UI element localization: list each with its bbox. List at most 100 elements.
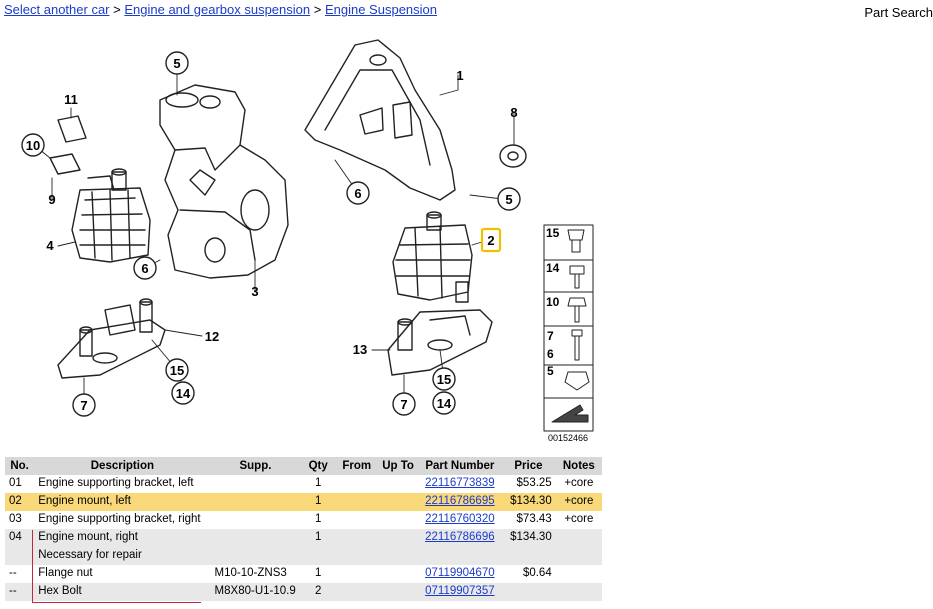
row-supp: M10-10-ZNS3 — [214, 567, 287, 579]
legend-label-14: 14 — [546, 261, 560, 275]
callout-5-left[interactable]: 5 — [165, 51, 189, 75]
part-number-link[interactable]: 22116760320 — [425, 513, 495, 525]
row-supp — [210, 529, 301, 547]
callout-7-right[interactable]: 7 — [392, 392, 416, 416]
leader-lines — [33, 73, 515, 405]
part-lower-bracket-right-drawing — [387, 309, 493, 376]
callout-8[interactable]: 8 — [510, 105, 517, 120]
row-description: Engine supporting bracket, right — [38, 513, 201, 525]
table-header-row: No. Description Supp. Qty From Up To Par… — [5, 457, 602, 475]
part-number-link[interactable]: 07119907357 — [425, 585, 495, 597]
callout-10[interactable]: 10 — [21, 133, 45, 157]
callout-13[interactable]: 12 — [205, 329, 219, 344]
part-small-bracket-drawing — [49, 115, 87, 175]
hardware-legend: 15 14 10 7 6 5 00152466 — [543, 224, 594, 443]
row-no: -- — [9, 567, 17, 579]
svg-text:15: 15 — [170, 363, 184, 378]
breadcrumb-separator: > — [113, 2, 121, 17]
parts-diagram: 5 11 10 9 4 6 3 12 15 14 7 1 8 6 5 2 13 … — [21, 39, 594, 443]
col-from: From — [335, 457, 378, 475]
callout-5-right[interactable]: 5 — [497, 187, 521, 211]
svg-text:3: 3 — [251, 284, 258, 299]
row-no — [5, 547, 35, 565]
row-upto — [377, 493, 419, 511]
row-upto — [377, 529, 419, 547]
part-search-link[interactable]: Part Search — [864, 5, 933, 20]
row-price — [501, 583, 556, 601]
svg-text:2: 2 — [487, 233, 494, 248]
svg-text:9: 9 — [48, 192, 55, 207]
col-description: Description — [34, 457, 211, 475]
legend-label-7: 7 — [547, 329, 554, 343]
callout-12[interactable]: 13 — [353, 342, 367, 357]
svg-text:7: 7 — [400, 397, 407, 412]
svg-text:11: 11 — [64, 92, 78, 107]
part-number-link[interactable]: 22116786695 — [425, 495, 495, 507]
row-price: $53.25 — [516, 477, 552, 489]
row-description: Engine mount, right — [34, 529, 211, 547]
callout-2-highlighted[interactable]: 2 — [480, 227, 502, 253]
svg-text:1: 1 — [456, 68, 463, 83]
table-row: -- Flange nut M10-10-ZNS3 1 07119904670 … — [5, 565, 602, 583]
svg-text:6: 6 — [141, 261, 148, 276]
callout-15-left[interactable]: 15 — [165, 358, 189, 382]
callout-11[interactable]: 11 — [64, 92, 78, 107]
callout-9[interactable]: 9 — [48, 192, 55, 207]
row-notes — [555, 547, 602, 565]
svg-text:4: 4 — [46, 238, 54, 253]
row-from — [336, 565, 378, 583]
row-supp: M8X80-U1-10.9 — [210, 583, 301, 601]
callout-7-left[interactable]: 7 — [72, 393, 96, 417]
breadcrumb-select-car[interactable]: Select another car — [4, 2, 110, 17]
part-bushing-drawing — [499, 144, 527, 168]
row-from — [335, 493, 378, 511]
row-price: $134.30 — [501, 529, 556, 547]
svg-text:7: 7 — [80, 398, 87, 413]
row-upto — [378, 511, 419, 529]
part-engine-mount-right-drawing — [392, 211, 473, 303]
callout-6-right[interactable]: 6 — [346, 181, 370, 205]
breadcrumb-engine-suspension[interactable]: Engine Suspension — [324, 2, 437, 17]
callout-14-left[interactable]: 14 — [171, 381, 195, 405]
row-part-number — [418, 547, 502, 565]
row-description: Engine supporting bracket, left — [38, 477, 194, 489]
table-row-highlighted: 02 Engine mount, left 1 22116786695 $134… — [5, 493, 602, 511]
row-no: 03 — [9, 513, 22, 525]
row-notes — [556, 565, 602, 583]
callout-6-left[interactable]: 6 — [133, 256, 157, 280]
row-upto — [377, 547, 419, 565]
row-description: Engine mount, left — [34, 493, 211, 511]
row-upto — [378, 475, 419, 493]
svg-text:13: 13 — [353, 342, 367, 357]
col-notes: Notes — [555, 457, 602, 475]
svg-text:12: 12 — [205, 329, 219, 344]
svg-text:14: 14 — [176, 386, 191, 401]
row-qty: 1 — [300, 529, 336, 547]
row-description: Flange nut — [38, 567, 93, 579]
callout-14-right[interactable]: 14 — [432, 391, 456, 415]
callout-1[interactable]: 1 — [456, 68, 463, 83]
row-supp — [211, 511, 301, 529]
row-qty: 1 — [314, 513, 322, 525]
parts-table: No. Description Supp. Qty From Up To Par… — [5, 457, 602, 601]
row-from — [335, 547, 378, 565]
part-number-link[interactable]: 07119904670 — [425, 567, 495, 579]
callout-15-right[interactable]: 15 — [432, 367, 456, 391]
legend-label-5: 5 — [547, 364, 554, 378]
breadcrumb-engine-gearbox[interactable]: Engine and gearbox suspension — [124, 2, 311, 17]
col-upto: Up To — [377, 457, 419, 475]
col-supp: Supp. — [210, 457, 301, 475]
part-number-link[interactable]: 22116786696 — [425, 531, 495, 543]
row-price: $73.43 — [516, 513, 552, 525]
callout-4[interactable]: 4 — [46, 238, 54, 253]
row-no: 02 — [5, 493, 35, 511]
row-qty: 2 — [300, 583, 336, 601]
part-number-link[interactable]: 22116773839 — [425, 477, 495, 489]
breadcrumb-separator: > — [313, 2, 322, 17]
callout-3[interactable]: 3 — [251, 284, 258, 299]
row-notes: +core — [564, 477, 594, 489]
part-engine-bracket-right-drawing — [159, 84, 289, 279]
legend-label-10: 10 — [546, 295, 560, 309]
col-part-number: Part Number — [418, 457, 502, 475]
table-row: 03 Engine supporting bracket, right 1 22… — [5, 511, 602, 529]
